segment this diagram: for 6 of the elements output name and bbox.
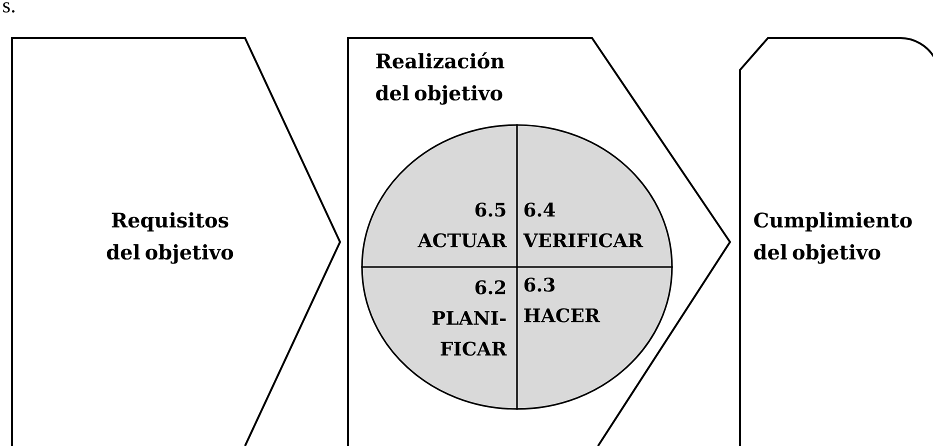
quadrant-label: 6.4 VERIFICAR — [523, 202, 644, 248]
quadrant-label: 6.3 HACER — [524, 278, 600, 322]
quadrant-label: 6.5 ACTUAR — [418, 202, 507, 248]
quadrant-label: 6.2 PLANI- FICAR — [432, 280, 507, 356]
text-fragment: s. — [3, 2, 14, 13]
quadrant-circle — [361, 124, 673, 410]
